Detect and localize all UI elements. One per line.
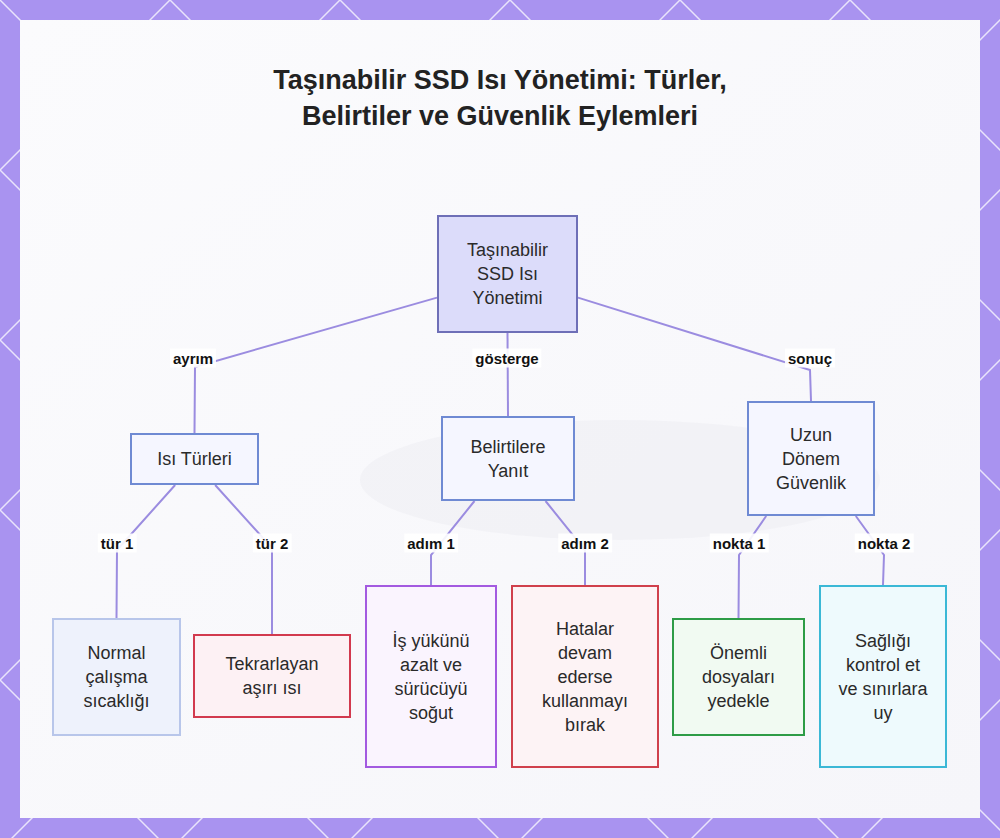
node-text: Belirtilere Yanıt: [457, 435, 559, 483]
node-text: Isı Türleri: [157, 447, 232, 471]
diagram-title: Taşınabilir SSD Isı Yönetimi: Türler, Be…: [255, 62, 745, 134]
leaf-box: Tekrarlayan aşırı ısı: [193, 634, 351, 718]
node-text: Tekrarlayan aşırı ısı: [209, 652, 335, 700]
panel: [20, 20, 980, 818]
node-text: Sağlığı kontrol et ve sınırlara uy: [835, 629, 931, 725]
leaf-box: Hatalar devam ederse kullanmayı bırak: [511, 585, 659, 768]
edge-label: tür 2: [253, 534, 292, 553]
edge-label: nokta 2: [855, 534, 914, 553]
node-text: Normal çalışma sıcaklığı: [68, 641, 165, 713]
edge-label: ayrım: [170, 349, 216, 368]
edge-label: nokta 1: [710, 534, 769, 553]
category-box: Belirtilere Yanıt: [441, 416, 575, 501]
category-box: Isı Türleri: [130, 433, 259, 485]
node-text: Hatalar devam ederse kullanmayı bırak: [531, 617, 639, 737]
edge-label: tür 1: [98, 534, 137, 553]
category-box: Uzun Dönem Güvenlik: [747, 401, 875, 516]
edge-label: adım 1: [404, 534, 458, 553]
leaf-box: Önemli dosyaları yedekle: [672, 618, 805, 736]
leaf-box: İş yükünü azalt ve sürücüyü soğut: [365, 585, 497, 768]
node-text: Önemli dosyaları yedekle: [688, 641, 789, 713]
connector-line: [578, 298, 811, 401]
connector-line: [739, 516, 767, 618]
connector-line: [215, 485, 272, 634]
edge-label: gösterge: [472, 349, 541, 368]
background-blur: [360, 420, 880, 540]
edge-label: sonuç: [785, 349, 835, 368]
leaf-box: Sağlığı kontrol et ve sınırlara uy: [819, 585, 947, 768]
connector-line: [507, 333, 510, 416]
root-box: Taşınabilir SSD Isı Yönetimi: [437, 215, 578, 333]
node-text: İş yükünü azalt ve sürücüyü soğut: [381, 629, 481, 725]
edge-label: adım 2: [558, 534, 612, 553]
leaf-box: Normal çalışma sıcaklığı: [52, 618, 181, 736]
connector-line: [195, 298, 438, 433]
node-text: Taşınabilir SSD Isı Yönetimi: [451, 238, 564, 310]
node-text: Uzun Dönem Güvenlik: [761, 423, 861, 495]
